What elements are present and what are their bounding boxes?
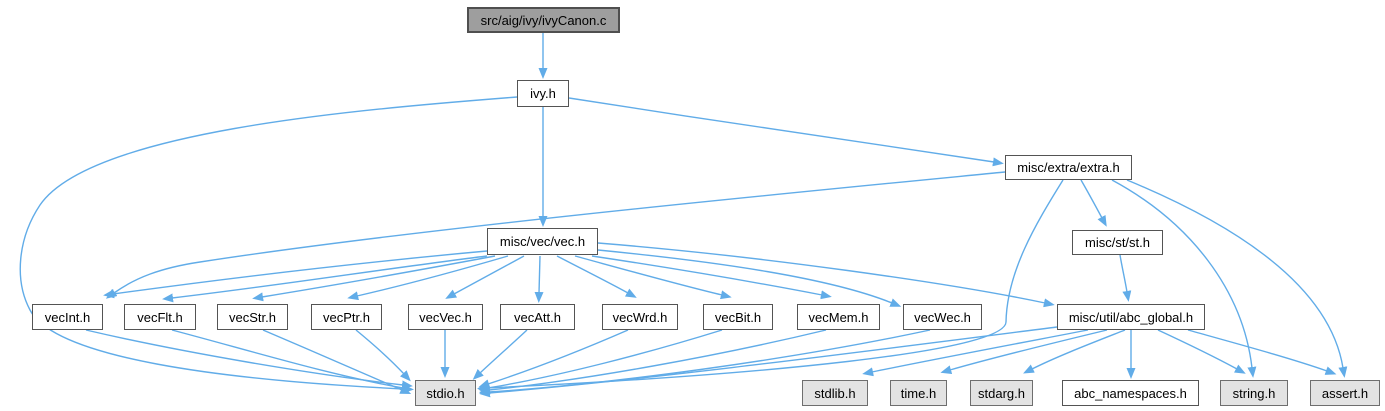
node-st[interactable]: misc/st/st.h [1072, 230, 1163, 255]
edge-vec-to-vecflt [162, 255, 488, 303]
node-label-stdio: stdio.h [426, 385, 465, 401]
node-label-vecstr: vecStr.h [229, 309, 276, 325]
edge-vec-to-vecvec [445, 255, 525, 299]
node-label-vecbit: vecBit.h [714, 309, 762, 325]
node-label-stdlib: stdlib.h [814, 385, 856, 401]
node-label-vecptr: vecPtr.h [323, 309, 370, 325]
node-ivy[interactable]: ivy.h [517, 80, 569, 107]
edge-abcglobal-to-stdlib [862, 329, 1089, 377]
node-label-assert: assert.h [1321, 385, 1369, 401]
edge-extra-to-assert [1126, 179, 1348, 378]
edge-vec-to-vecatt [534, 255, 544, 303]
node-vecptr[interactable]: vecPtr.h [311, 304, 382, 330]
edge-extra-to-stdio [477, 179, 1064, 393]
edge-ivy-to-stdio [19, 96, 518, 394]
edge-abcglobal-to-stdio [479, 326, 1058, 398]
edge-vecatt-to-stdio [472, 329, 528, 380]
edge-vec-to-vecstr [252, 255, 496, 302]
node-extra[interactable]: misc/extra/extra.h [1005, 155, 1132, 180]
edge-extra-to-st [1080, 179, 1107, 227]
node-label-vecint: vecInt.h [44, 309, 91, 325]
edge-vec-to-vecint [103, 250, 488, 299]
edge-vec-to-vecptr [347, 255, 509, 301]
edge-vec-to-vecmem [591, 255, 832, 300]
node-vecint[interactable]: vecInt.h [32, 304, 103, 330]
node-ivycanon: src/aig/ivy/ivyCanon.c [467, 7, 620, 33]
edge-vecmem-to-stdio [479, 329, 827, 395]
node-label-vecvec: vecVec.h [419, 309, 472, 325]
edge-vec-to-vecwec [597, 249, 902, 307]
node-vec[interactable]: misc/vec/vec.h [487, 228, 598, 255]
edge-ivy-to-extra [568, 97, 1004, 167]
node-label-ivy: ivy.h [530, 86, 556, 101]
node-label-string: string.h [1232, 385, 1276, 401]
node-label-time: time.h [900, 385, 937, 401]
node-label-vecwrd: vecWrd.h [612, 309, 668, 325]
node-label-extra: misc/extra/extra.h [1017, 160, 1120, 175]
node-abcns[interactable]: abc_namespaces.h [1062, 380, 1199, 406]
node-vecstr[interactable]: vecStr.h [217, 304, 288, 330]
node-time: time.h [890, 380, 947, 406]
node-vecflt[interactable]: vecFlt.h [124, 304, 196, 330]
node-vecmem[interactable]: vecMem.h [797, 304, 880, 330]
node-label-ivycanon: src/aig/ivy/ivyCanon.c [480, 12, 607, 28]
edge-extra-to-string [1111, 179, 1257, 378]
edge-abcglobal-to-stdarg [1023, 329, 1126, 374]
node-vecwec[interactable]: vecWec.h [903, 304, 982, 330]
edge-vecflt-to-stdio [171, 329, 413, 393]
edge-vec-to-vecwrd [556, 255, 637, 298]
node-label-vecflt: vecFlt.h [137, 309, 183, 325]
edge-st-to-abcglobal [1119, 254, 1132, 302]
node-label-abcglobal: misc/util/abc_global.h [1068, 309, 1194, 325]
node-label-vec: misc/vec/vec.h [499, 234, 586, 249]
node-vecbit[interactable]: vecBit.h [703, 304, 773, 330]
node-abcglobal[interactable]: misc/util/abc_global.h [1057, 304, 1205, 330]
edge-vecbit-to-stdio [478, 329, 723, 393]
edge-vec-to-vecbit [574, 255, 732, 300]
edge-abcglobal-to-time [940, 329, 1108, 375]
node-label-vecatt: vecAtt.h [514, 309, 561, 325]
node-assert: assert.h [1310, 380, 1380, 406]
edge-abcglobal-to-assert [1187, 329, 1337, 375]
edge-abcglobal-to-string [1157, 329, 1246, 374]
edge-vecstr-to-stdio [262, 329, 412, 394]
node-label-stdarg: stdarg.h [978, 385, 1025, 401]
node-vecatt[interactable]: vecAtt.h [500, 304, 575, 330]
edge-vec-to-abcglobal [597, 242, 1055, 308]
edge-extra-to-vecint [105, 171, 1006, 299]
node-stdlib: stdlib.h [802, 380, 868, 406]
edge-vecptr-to-stdio [355, 329, 411, 382]
node-string: string.h [1220, 380, 1288, 406]
node-stdarg: stdarg.h [970, 380, 1033, 406]
edge-vecwrd-to-stdio [478, 329, 629, 388]
node-vecwrd[interactable]: vecWrd.h [602, 304, 678, 330]
node-label-abcns: abc_namespaces.h [1074, 385, 1187, 401]
node-label-st: misc/st/st.h [1084, 235, 1150, 250]
node-label-vecwec: vecWec.h [914, 309, 971, 325]
node-label-vecmem: vecMem.h [808, 309, 869, 325]
node-stdio: stdio.h [415, 380, 476, 406]
node-vecvec[interactable]: vecVec.h [408, 304, 483, 330]
